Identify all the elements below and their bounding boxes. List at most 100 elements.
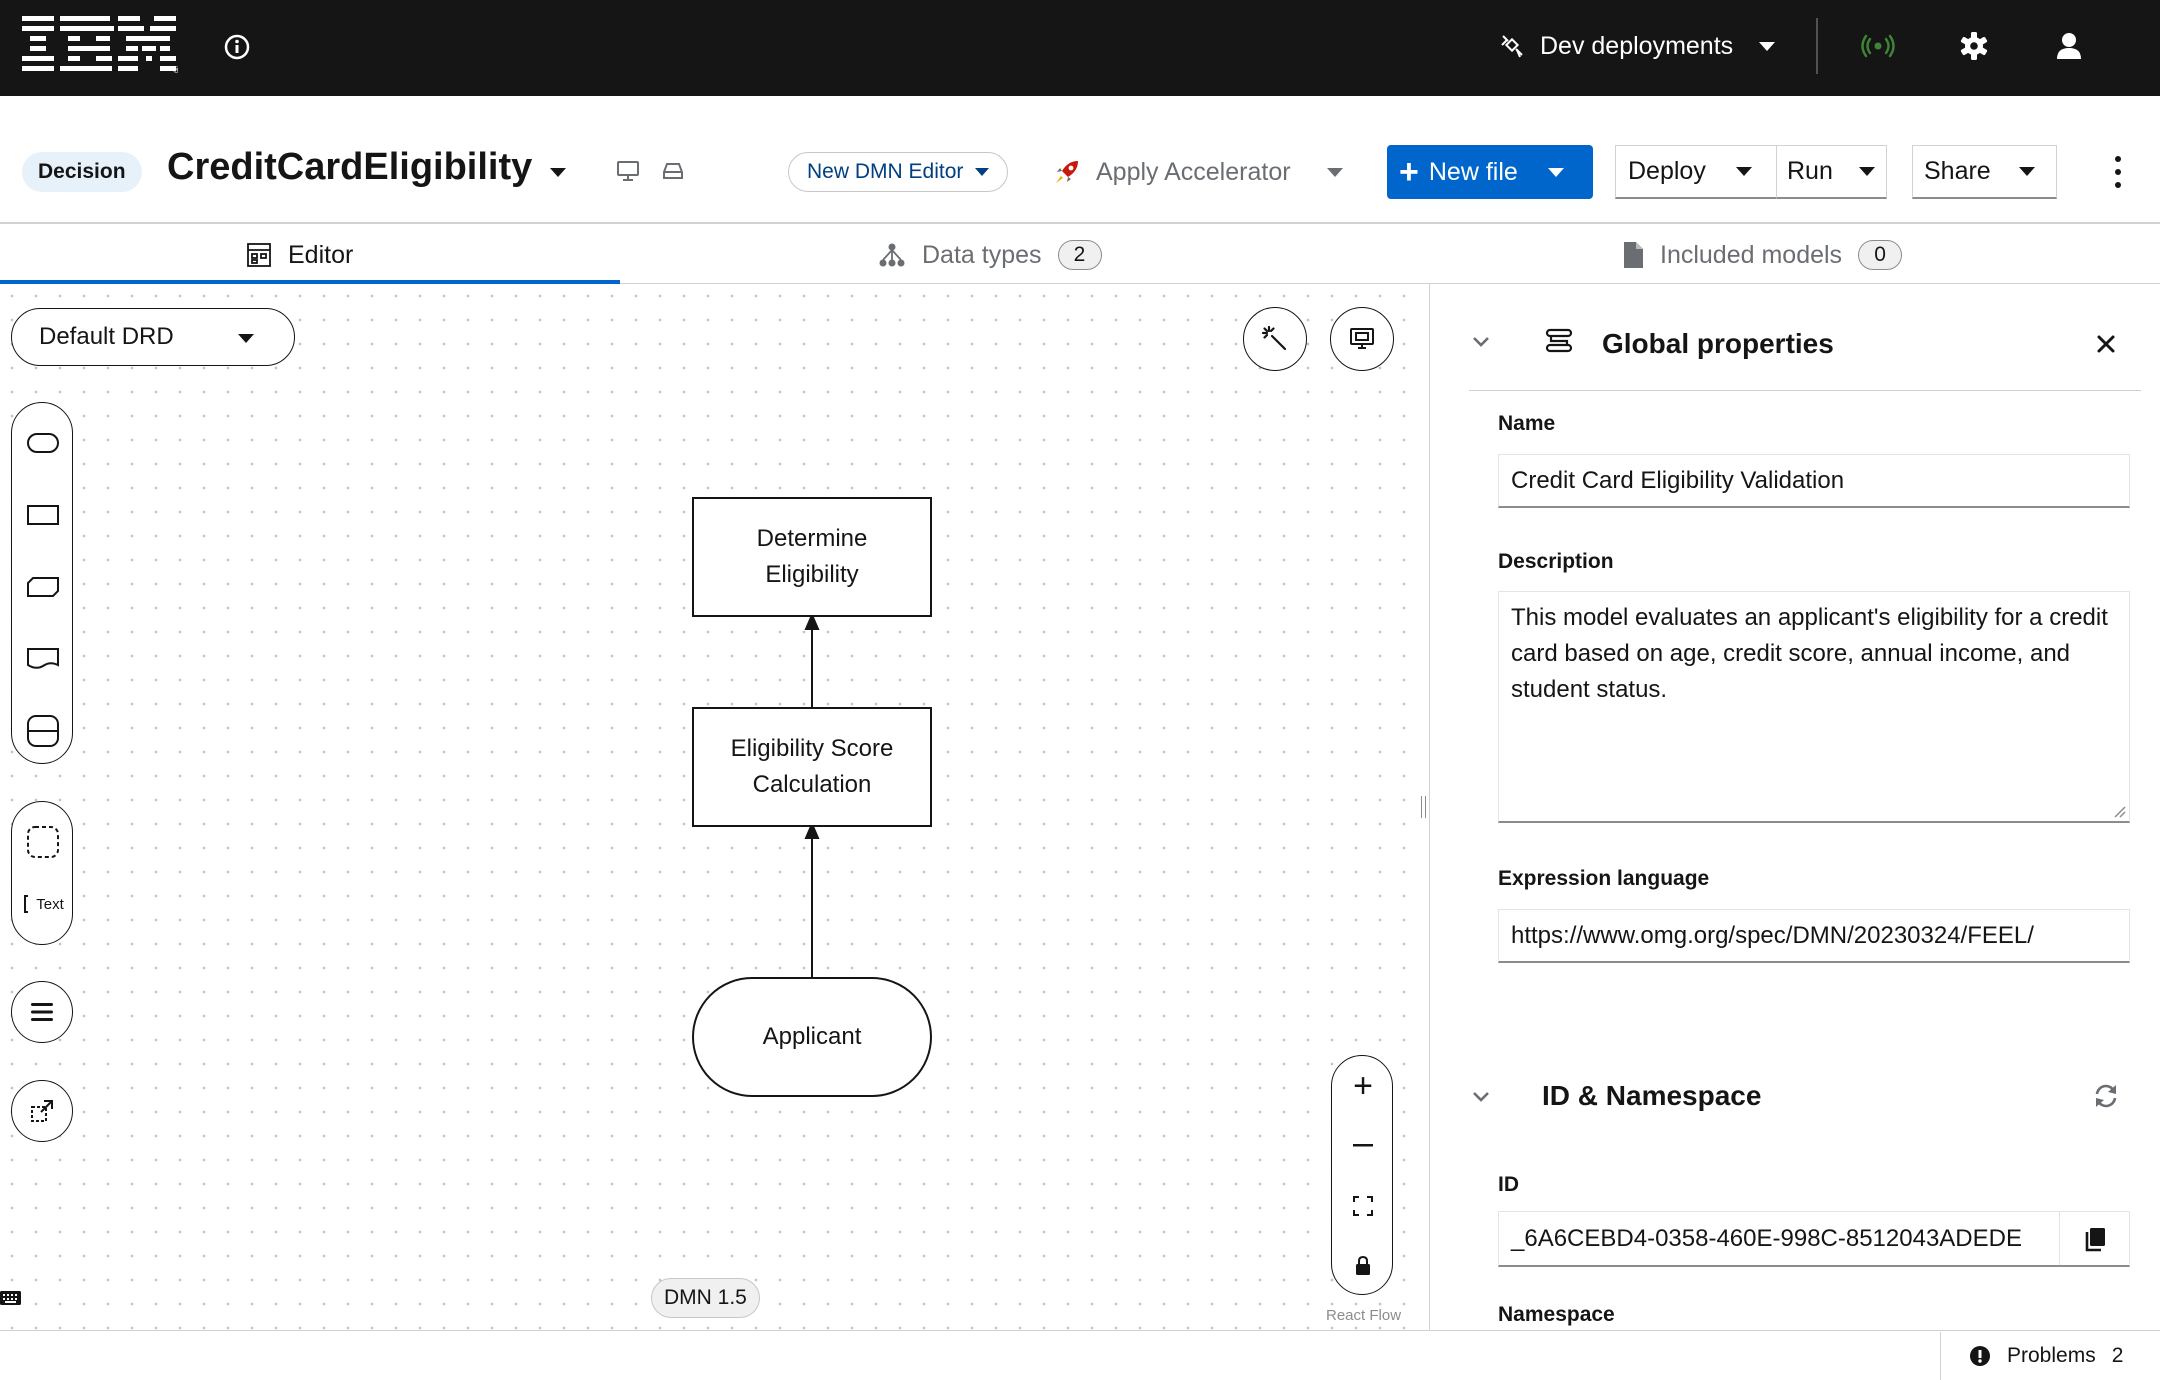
description-textarea[interactable]: This model evaluates an applicant's elig… xyxy=(1498,591,2130,823)
chevron-down-icon xyxy=(975,168,990,176)
palette-group[interactable] xyxy=(12,812,74,872)
kebab-menu-icon[interactable] xyxy=(2112,156,2124,188)
zoom-in-icon[interactable]: + xyxy=(1353,1066,1373,1105)
palette-text-annotation[interactable]: Text xyxy=(12,874,74,934)
file-title[interactable]: CreditCardEligibility xyxy=(167,146,533,188)
dev-deployments-dropdown[interactable]: Dev deployments xyxy=(1500,26,1776,66)
user-icon[interactable] xyxy=(2051,28,2087,64)
keyboard-icon[interactable] xyxy=(0,1290,22,1306)
text-annotation-icon xyxy=(24,895,29,913)
apply-accelerator-label: Apply Accelerator xyxy=(1096,157,1291,186)
regenerate-icon[interactable] xyxy=(2092,1082,2120,1110)
description-text: This model evaluates an applicant's elig… xyxy=(1511,604,2108,703)
rocket-icon xyxy=(1056,161,1078,183)
global-properties-title: Global properties xyxy=(1602,328,1834,359)
id-label: ID xyxy=(1498,1173,1519,1196)
list-icon xyxy=(31,1003,53,1021)
satellite-icon xyxy=(1501,35,1523,58)
edge-arrowhead xyxy=(804,821,820,839)
ibm-logo[interactable]: ® xyxy=(22,14,178,74)
new-file-button[interactable]: + New file xyxy=(1387,145,1593,199)
gear-icon[interactable] xyxy=(1956,28,1992,64)
external-nodes-button[interactable] xyxy=(11,1080,73,1142)
connection-status-icon[interactable] xyxy=(1860,28,1896,64)
drd-selector[interactable]: Default DRD xyxy=(11,308,295,366)
chevron-down-icon xyxy=(1759,41,1776,51)
chevron-down-icon xyxy=(1735,167,1752,176)
id-value: _6A6CEBD4-0358-460E-998C-8512043ADEDE xyxy=(1511,1224,2022,1252)
hierarchy-icon xyxy=(879,243,905,267)
chevron-down-icon[interactable] xyxy=(1471,1090,1491,1104)
id-namespace-title: ID & Namespace xyxy=(1542,1080,1762,1111)
chevron-down-icon xyxy=(2018,167,2035,176)
drd-list-button[interactable] xyxy=(11,981,73,1043)
data-types-count-badge: 2 xyxy=(1057,240,1102,270)
description-label: Description xyxy=(1498,550,1614,573)
exclamation-circle-icon xyxy=(1970,1346,1990,1366)
palette-input-data[interactable] xyxy=(12,413,74,473)
auto-layout-button[interactable] xyxy=(1243,307,1307,371)
bkm-shape-icon xyxy=(27,577,59,597)
panel-resize-handle[interactable] xyxy=(1416,284,1430,1330)
name-input[interactable]: Credit Card Eligibility Validation xyxy=(1498,454,2130,508)
external-link-icon xyxy=(31,1100,53,1122)
included-models-count-badge: 0 xyxy=(1858,240,1903,270)
annotation-palette: Text xyxy=(11,801,73,945)
tab-editor-label: Editor xyxy=(288,240,354,269)
knowledge-source-shape-icon xyxy=(27,648,59,669)
input-data-node-applicant[interactable]: Applicant xyxy=(692,977,932,1097)
tab-editor[interactable]: Editor xyxy=(246,226,353,284)
node-label-line: Eligibility xyxy=(765,561,859,588)
react-flow-attribution[interactable]: React Flow xyxy=(1326,1307,1402,1324)
close-icon[interactable] xyxy=(2096,334,2116,354)
dev-deployments-label: Dev deployments xyxy=(1540,31,1734,60)
problems-count: 2 xyxy=(2111,1344,2124,1367)
section-divider xyxy=(1469,390,2141,391)
copy-button[interactable] xyxy=(2059,1212,2129,1265)
expression-language-label: Expression language xyxy=(1498,867,1710,890)
palette-decision-service[interactable] xyxy=(12,701,74,761)
tab-data-types[interactable]: Data types 2 xyxy=(878,226,1102,284)
properties-panel: Global properties Name Credit Card Eligi… xyxy=(1431,284,2160,1330)
palette-bkm[interactable] xyxy=(12,557,74,617)
palette-decision[interactable] xyxy=(12,485,74,545)
editor-mode-dropdown[interactable]: New DMN Editor xyxy=(788,152,1009,192)
drd-selector-label: Default DRD xyxy=(39,323,174,350)
info-icon[interactable] xyxy=(222,32,252,62)
editor-tabs: Editor Data types 2 Included models 0 xyxy=(0,226,2160,284)
lock-icon[interactable] xyxy=(1332,1236,1394,1296)
apply-accelerator-dropdown[interactable]: Apply Accelerator xyxy=(1052,152,1343,192)
id-input[interactable]: _6A6CEBD4-0358-460E-998C-8512043ADEDE xyxy=(1498,1211,2130,1267)
masthead-divider xyxy=(1816,18,1818,74)
file-title-chevron-down-icon[interactable] xyxy=(550,168,566,177)
fit-view-icon[interactable] xyxy=(1332,1176,1394,1236)
run-button[interactable]: Run xyxy=(1777,145,1887,199)
tab-data-types-label: Data types xyxy=(922,240,1042,269)
chevron-down-icon xyxy=(238,334,254,343)
expression-language-input[interactable]: https://www.omg.org/spec/DMN/20230324/FE… xyxy=(1498,909,2130,963)
properties-icon xyxy=(1545,328,1573,353)
palette-knowledge-source[interactable] xyxy=(12,629,74,689)
active-tab-indicator xyxy=(0,280,620,284)
namespace-label: Namespace xyxy=(1498,1303,1615,1326)
resize-grip-icon[interactable] xyxy=(1421,796,1426,818)
share-button[interactable]: Share xyxy=(1912,145,2057,199)
deploy-button[interactable]: Deploy xyxy=(1615,145,1777,199)
node-label-line: Eligibility Score xyxy=(730,735,894,762)
node-label-line: Calculation xyxy=(752,771,872,798)
status-bar xyxy=(0,1330,2160,1380)
tab-included-models[interactable]: Included models 0 xyxy=(1622,226,1903,284)
overlays-button[interactable] xyxy=(1330,307,1394,371)
decision-service-shape-icon xyxy=(27,715,59,747)
chevron-down-icon[interactable] xyxy=(1471,335,1491,349)
hard-drive-icon[interactable] xyxy=(660,158,686,184)
node-label-line: Determine xyxy=(756,525,868,552)
problems-button[interactable]: Problems 2 xyxy=(1940,1332,2160,1380)
desktop-icon[interactable] xyxy=(615,158,641,184)
resize-corner-icon[interactable] xyxy=(2112,804,2126,818)
tab-included-models-label: Included models xyxy=(1660,240,1843,269)
zoom-out-icon[interactable] xyxy=(1332,1116,1394,1176)
deploy-label: Deploy xyxy=(1628,157,1706,185)
